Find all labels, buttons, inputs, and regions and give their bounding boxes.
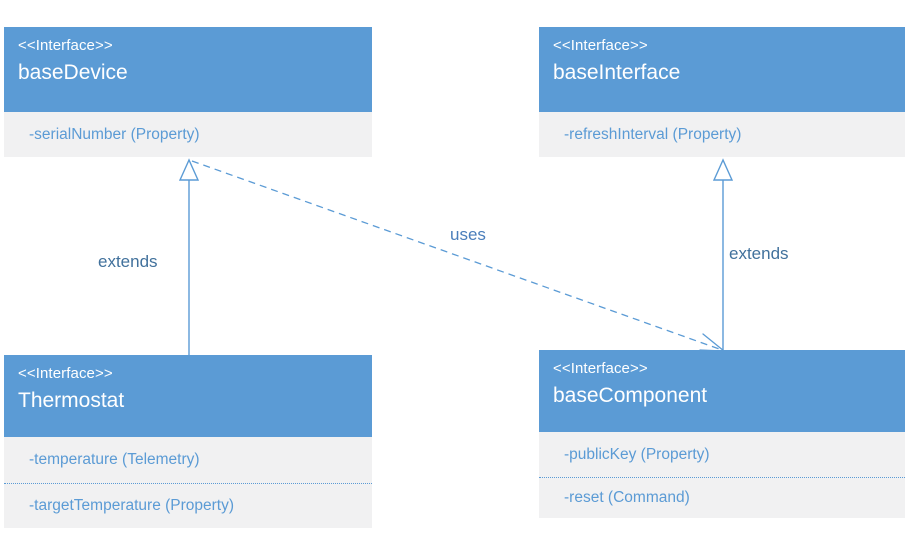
- connector-label-uses: uses: [450, 225, 486, 244]
- class-title: baseInterface: [553, 61, 681, 84]
- class-member-row[interactable]: -publicKey (Property): [564, 445, 710, 463]
- class-stereotype: <<Interface>>: [553, 360, 648, 377]
- class-box-basecomponent[interactable]: <<Interface>> baseComponent -publicKey (…: [539, 350, 905, 518]
- connector-basedevice-uses-basecomponent: [191, 160, 725, 352]
- class-header-baseinterface: <<Interface>> baseInterface: [539, 27, 905, 112]
- class-body-baseinterface: -refreshInterval (Property): [539, 112, 905, 157]
- class-body-basecomponent: -publicKey (Property) -reset (Command): [539, 432, 905, 518]
- hollow-triangle-arrowhead-icon: [712, 158, 734, 181]
- connector-thermostat-extends-basedevice: [178, 158, 200, 355]
- class-title: Thermostat: [18, 389, 125, 412]
- class-box-basedevice[interactable]: <<Interface>> baseDevice -serialNumber (…: [4, 27, 372, 157]
- class-member-row[interactable]: -serialNumber (Property): [29, 125, 200, 143]
- class-stereotype: <<Interface>>: [18, 37, 113, 54]
- class-stereotype: <<Interface>>: [553, 37, 648, 54]
- class-member-row[interactable]: -targetTemperature (Property): [4, 483, 372, 528]
- class-body-basedevice: -serialNumber (Property): [4, 112, 372, 157]
- class-stereotype: <<Interface>>: [18, 365, 113, 382]
- class-member-row[interactable]: -refreshInterval (Property): [564, 125, 742, 143]
- class-box-baseinterface[interactable]: <<Interface>> baseInterface -refreshInte…: [539, 27, 905, 157]
- class-title: baseDevice: [18, 61, 128, 84]
- class-header-basedevice: <<Interface>> baseDevice: [4, 27, 372, 112]
- class-box-thermostat[interactable]: <<Interface>> Thermostat -temperature (T…: [4, 355, 372, 528]
- class-member-row[interactable]: -temperature (Telemetry): [29, 451, 200, 468]
- class-body-thermostat: -temperature (Telemetry) -targetTemperat…: [4, 437, 372, 528]
- connector-label-extends-right: extends: [729, 244, 789, 263]
- connector-label-extends-left: extends: [98, 252, 158, 271]
- class-member-row[interactable]: -reset (Command): [539, 477, 905, 518]
- class-header-basecomponent: <<Interface>> baseComponent: [539, 350, 905, 432]
- open-arrowhead-icon: [699, 333, 725, 352]
- class-header-thermostat: <<Interface>> Thermostat: [4, 355, 372, 437]
- connector-line: [191, 160, 723, 351]
- class-title: baseComponent: [553, 384, 708, 407]
- hollow-triangle-arrowhead-icon: [178, 158, 200, 181]
